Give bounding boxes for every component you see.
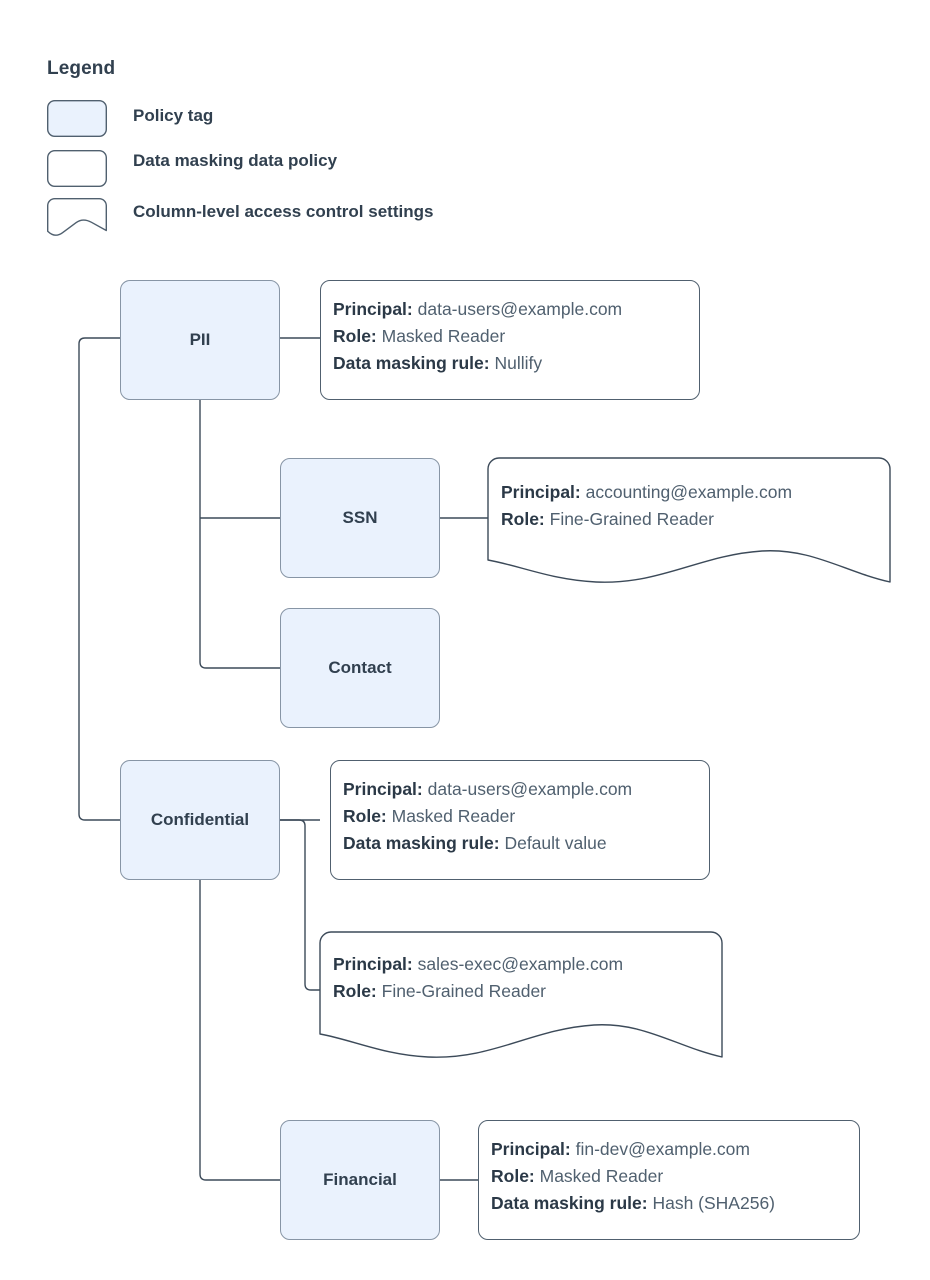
pii-role-line: Role: Masked Reader <box>333 323 622 350</box>
masking-rule-label: Data masking rule: <box>343 833 500 853</box>
node-pii[interactable]: PII <box>120 280 280 400</box>
access-doc-shape-ssn <box>487 457 891 583</box>
policy-box-financial-masking[interactable] <box>478 1120 860 1240</box>
role-label: Role: <box>501 509 545 529</box>
masking-rule-value: Default value <box>504 833 607 853</box>
role-label: Role: <box>343 806 387 826</box>
role-value: Fine-Grained Reader <box>549 509 715 529</box>
role-value: Fine-Grained Reader <box>381 981 547 1001</box>
legend-item-policy-tag: Policy tag <box>133 106 214 125</box>
policy-box-pii-masking[interactable] <box>320 280 700 400</box>
confidential-masking-rule-line: Data masking rule: Default value <box>343 830 632 857</box>
sales-exec-role-line: Role: Fine-Grained Reader <box>333 978 623 1005</box>
legend-item-data-masking-policy: Data masking data policy <box>133 151 338 170</box>
node-confidential[interactable]: Confidential <box>120 760 280 880</box>
ssn-role-line: Role: Fine-Grained Reader <box>501 506 792 533</box>
financial-masking-rule-line: Data masking rule: Hash (SHA256) <box>491 1190 775 1217</box>
connector-root-spine <box>78 337 120 821</box>
legend-swatch-policy-tag <box>47 99 107 137</box>
principal-value: accounting@example.com <box>585 482 793 502</box>
policy-text-pii-masking: Principal: data-users@example.com Role: … <box>333 296 622 377</box>
principal-label: Principal: <box>491 1139 571 1159</box>
policy-box-confidential-masking[interactable] <box>330 760 710 880</box>
role-value: Masked Reader <box>391 806 516 826</box>
pii-principal-line: Principal: data-users@example.com <box>333 296 622 323</box>
principal-value: data-users@example.com <box>417 299 623 319</box>
principal-label: Principal: <box>333 299 413 319</box>
confidential-role-line: Role: Masked Reader <box>343 803 632 830</box>
connector-confidential-to-access-doc <box>280 819 320 991</box>
legend-item-column-access: Column-level access control settings <box>133 202 434 221</box>
pii-masking-rule-line: Data masking rule: Nullify <box>333 350 622 377</box>
policy-text-ssn-access: Principal: accounting@example.com Role: … <box>501 479 792 533</box>
ssn-principal-line: Principal: accounting@example.com <box>501 479 792 506</box>
financial-principal-line: Principal: fin-dev@example.com <box>491 1136 775 1163</box>
connector-pii-children-spine <box>199 400 280 669</box>
financial-role-line: Role: Masked Reader <box>491 1163 775 1190</box>
legend-swatch-column-access <box>47 198 107 236</box>
principal-label: Principal: <box>343 779 423 799</box>
principal-value: data-users@example.com <box>427 779 633 799</box>
masking-rule-value: Nullify <box>494 353 543 373</box>
policy-text-confidential-masking: Principal: data-users@example.com Role: … <box>343 776 632 857</box>
role-label: Role: <box>333 981 377 1001</box>
node-ssn[interactable]: SSN <box>280 458 440 578</box>
role-value: Masked Reader <box>539 1166 664 1186</box>
connector-confidential-to-financial <box>199 880 280 1181</box>
masking-rule-label: Data masking rule: <box>491 1193 648 1213</box>
principal-value: sales-exec@example.com <box>417 954 624 974</box>
confidential-principal-line: Principal: data-users@example.com <box>343 776 632 803</box>
node-financial[interactable]: Financial <box>280 1120 440 1240</box>
role-label: Role: <box>333 326 377 346</box>
principal-value: fin-dev@example.com <box>575 1139 750 1159</box>
node-contact[interactable]: Contact <box>280 608 440 728</box>
access-doc-shape-confidential <box>319 931 723 1058</box>
principal-label: Principal: <box>333 954 413 974</box>
legend-title: Legend <box>47 58 116 79</box>
masking-rule-value: Hash (SHA256) <box>652 1193 776 1213</box>
policy-text-confidential-access: Principal: sales-exec@example.com Role: … <box>333 951 623 1005</box>
role-value: Masked Reader <box>381 326 506 346</box>
masking-rule-label: Data masking rule: <box>333 353 490 373</box>
sales-exec-principal-line: Principal: sales-exec@example.com <box>333 951 623 978</box>
principal-label: Principal: <box>501 482 581 502</box>
policy-text-financial-masking: Principal: fin-dev@example.com Role: Mas… <box>491 1136 775 1217</box>
role-label: Role: <box>491 1166 535 1186</box>
legend-swatch-data-masking-policy <box>47 149 107 187</box>
